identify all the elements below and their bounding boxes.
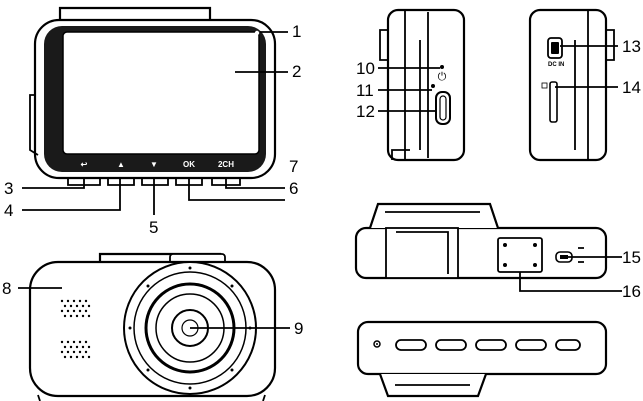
microsd-card-slot[interactable] xyxy=(549,81,558,123)
ok-button[interactable]: OK xyxy=(183,160,195,169)
callout-16: 16 xyxy=(622,282,641,301)
speaker-grille-bottom xyxy=(60,340,91,359)
callout-8: 8 xyxy=(2,279,11,298)
callout-10: 10 xyxy=(356,59,375,78)
callout-15: 15 xyxy=(622,248,641,267)
right-side-view: DC IN xyxy=(528,8,615,162)
camera-body-left-side xyxy=(386,8,466,162)
front-view: ↩ ▲ ▼ OK 2CH xyxy=(29,6,277,186)
up-button[interactable]: ▲ xyxy=(117,160,125,169)
right-side-callout-lines xyxy=(555,45,618,88)
vent-slot-3 xyxy=(475,339,507,351)
power-button[interactable] xyxy=(435,91,451,125)
2ch-button[interactable]: 2CH xyxy=(218,160,234,169)
callout-13: 13 xyxy=(622,37,641,56)
callout-9: 9 xyxy=(294,319,303,338)
top-callout-lines xyxy=(519,256,622,292)
display-screen xyxy=(62,31,260,155)
indicator-light xyxy=(254,30,260,36)
vent-slot-2 xyxy=(435,339,467,351)
vent-slot-1 xyxy=(395,339,427,351)
callout-1: 1 xyxy=(292,22,301,41)
bottom-view xyxy=(356,320,608,398)
callout-14: 14 xyxy=(622,78,641,97)
vent-slot-5 xyxy=(555,339,581,351)
top-view xyxy=(354,202,608,280)
back-button[interactable]: ↩ xyxy=(81,160,88,169)
front-callout-lines xyxy=(22,31,288,215)
callout-4: 4 xyxy=(4,201,13,220)
callout-3: 3 xyxy=(4,179,13,198)
callout-11: 11 xyxy=(356,81,374,100)
left-side-view: ⏻ xyxy=(379,8,466,162)
callout-numbers: 1 2 3 4 5 6 7 8 9 10 11 12 13 14 15 16 xyxy=(2,22,641,338)
reset-hole xyxy=(431,84,435,88)
speaker-grille-top xyxy=(60,299,91,318)
microphone-hole xyxy=(440,65,444,69)
callout-7: 7 xyxy=(289,157,298,176)
callout-5: 5 xyxy=(149,218,158,237)
vent-slot-4 xyxy=(515,339,547,351)
down-button[interactable]: ▼ xyxy=(150,160,158,169)
dc-in-label: DC IN xyxy=(548,62,564,68)
callout-12: 12 xyxy=(356,102,375,121)
camera-body-right-side xyxy=(528,8,608,162)
left-side-callout-lines xyxy=(378,67,440,112)
callout-2: 2 xyxy=(292,62,301,81)
power-icon: ⏻ xyxy=(438,71,447,83)
callout-6: 6 xyxy=(289,179,298,198)
rear-callout-lines xyxy=(18,287,290,329)
